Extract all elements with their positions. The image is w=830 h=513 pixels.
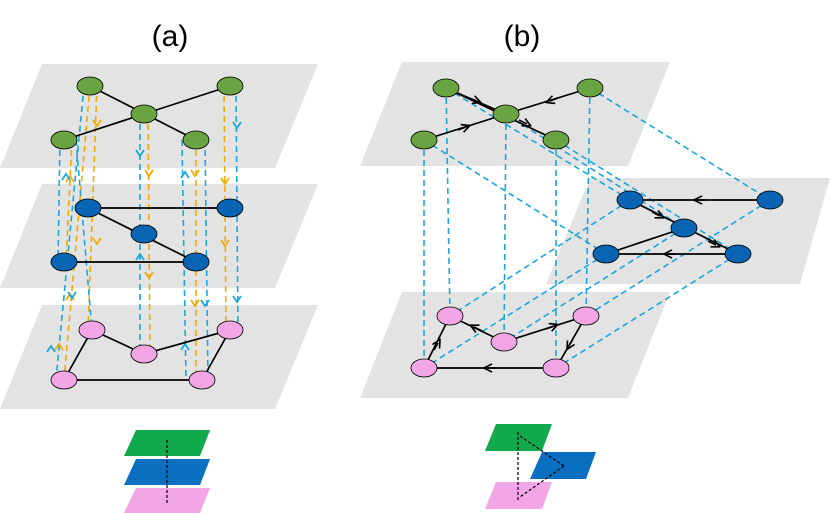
panel-a: [0, 64, 318, 409]
bottom-layer-nodes-b: [410, 306, 600, 378]
node-blue: [74, 198, 102, 218]
node-green: [492, 104, 520, 124]
node-pink: [50, 370, 78, 390]
node-pink: [436, 306, 464, 326]
panel-b: [360, 62, 830, 398]
node-blue: [724, 244, 752, 264]
middle-layer-nodes-a: [50, 198, 244, 272]
top-layer-nodes-b: [410, 78, 604, 150]
node-green: [216, 76, 244, 96]
node-green: [542, 130, 570, 150]
node-blue: [756, 190, 784, 210]
node-pink: [216, 320, 244, 340]
node-green: [432, 78, 460, 98]
node-green: [76, 76, 104, 96]
node-pink: [188, 370, 216, 390]
node-pink: [130, 344, 158, 364]
interlayer-arrows-a: [46, 119, 242, 353]
bottom-layer-nodes-a: [50, 320, 244, 390]
stack-icon-a: [124, 430, 210, 513]
right-layer-nodes-b: [592, 190, 784, 264]
interlayer-link: [57, 139, 61, 263]
node-pink: [572, 306, 600, 326]
node-blue: [592, 244, 620, 264]
node-blue: [130, 224, 158, 244]
node-pink: [410, 358, 438, 378]
node-blue: [216, 198, 244, 218]
node-pink: [542, 358, 570, 378]
node-blue: [182, 252, 210, 272]
plane-a-bottom: [0, 305, 318, 409]
interlayer-link: [63, 85, 91, 381]
node-green: [410, 130, 438, 150]
node-blue: [616, 190, 644, 210]
node-green: [182, 130, 210, 150]
icon-plane-pink: [485, 482, 552, 509]
stack-icon-b: [485, 424, 596, 509]
node-green: [50, 130, 78, 150]
node-green: [130, 104, 158, 124]
panel-a-label: (a): [152, 20, 189, 53]
plane-a-middle: [0, 184, 318, 288]
top-layer-nodes-a: [50, 76, 244, 150]
node-blue: [50, 252, 78, 272]
icon-link: [519, 465, 565, 498]
node-pink: [78, 320, 106, 340]
node-blue: [670, 218, 698, 238]
node-green: [576, 78, 604, 98]
interlayer-link: [65, 139, 73, 263]
node-pink: [490, 332, 518, 352]
plane-a-top: [0, 64, 318, 168]
icon-link: [519, 435, 565, 467]
interlayer-links-b: [423, 87, 771, 369]
panel-b-label: (b): [504, 20, 541, 53]
interlayer-link: [75, 139, 93, 331]
